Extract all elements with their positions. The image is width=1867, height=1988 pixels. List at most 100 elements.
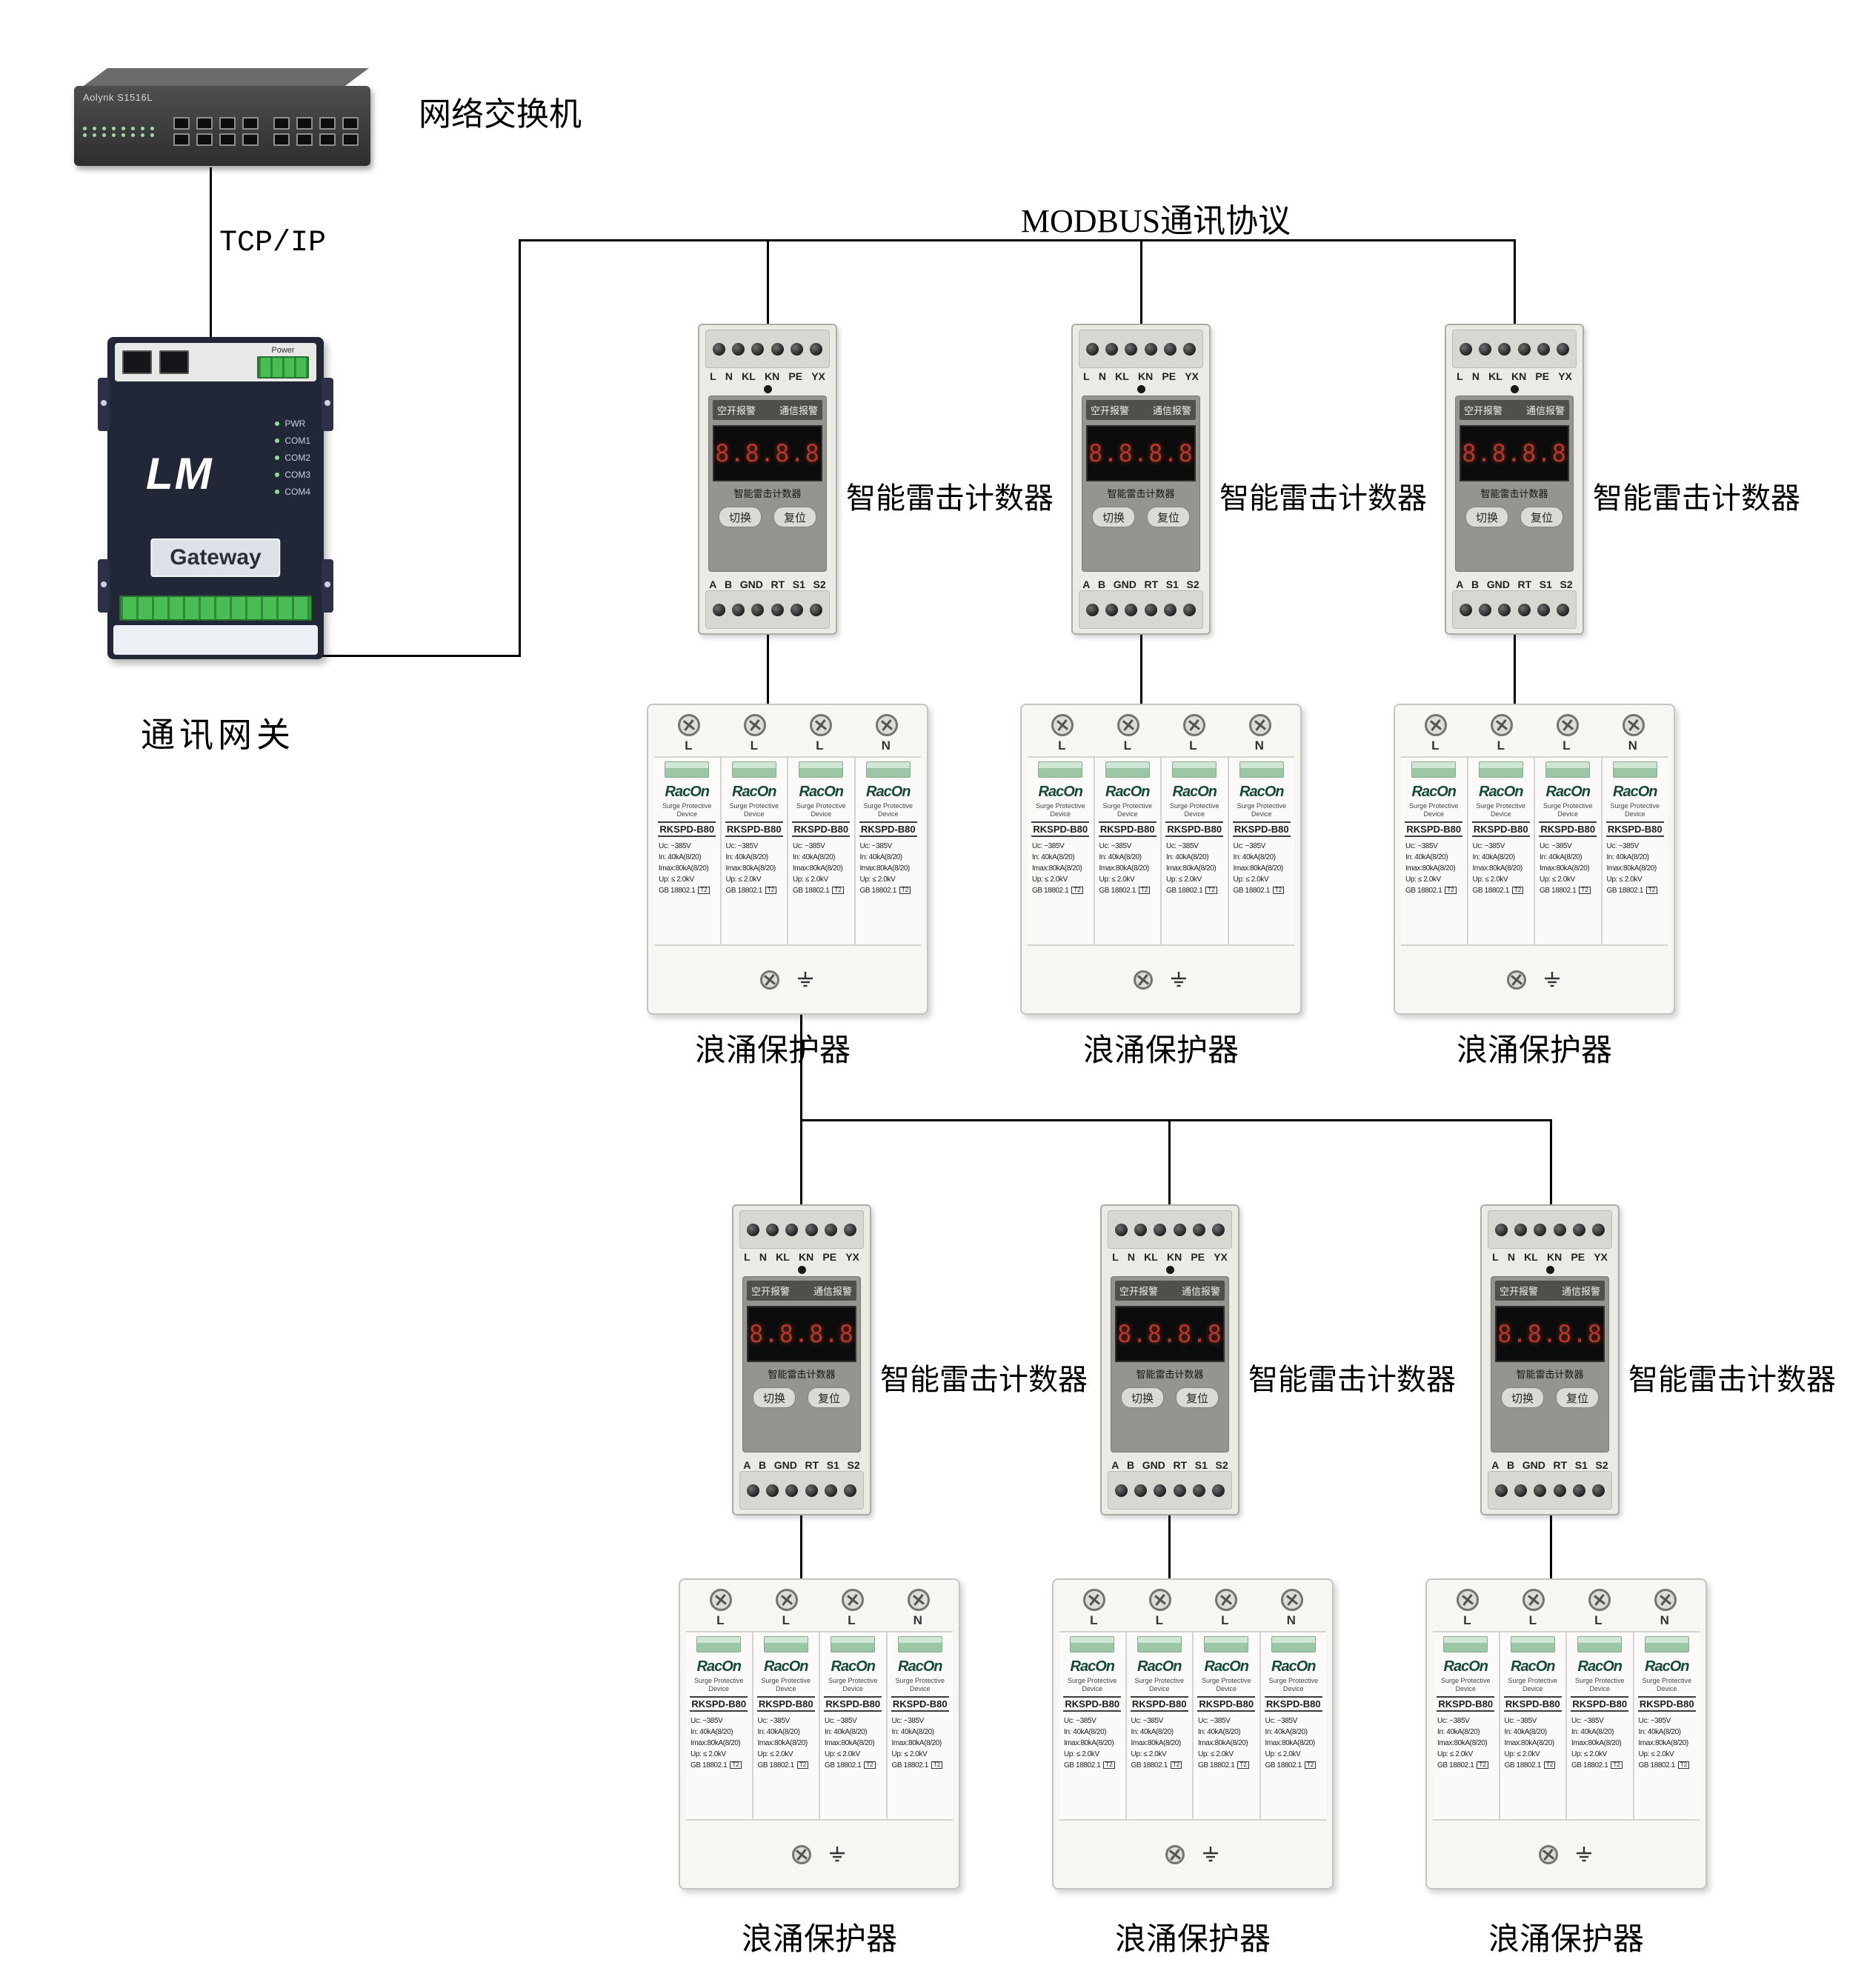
reset-button: 复位	[808, 1387, 851, 1408]
gb-text: GB 18802.1	[1405, 886, 1442, 895]
gateway-terminal-strip	[119, 596, 312, 621]
screw-terminal-icon	[1082, 1589, 1105, 1611]
screw-terminal-icon	[1085, 603, 1099, 616]
gb-text: GB 18802.1	[1099, 886, 1136, 895]
screw-terminal-icon	[844, 1484, 857, 1497]
led-icon	[93, 126, 96, 130]
led-icon	[122, 126, 125, 130]
spec-imax: Imax:80kA(8/20)	[1099, 864, 1150, 873]
digital-display: 8.8.8.8	[747, 1306, 856, 1362]
mounting-ear	[322, 378, 333, 431]
spd-brand: RacOn	[1204, 1658, 1249, 1675]
spd-specs: Uc: ~385V In: 40kA(8/20) Imax:80kA(8/20)…	[1128, 1715, 1182, 1771]
list-item-label: L	[1457, 370, 1463, 382]
spec-imax: Imax:80kA(8/20)	[1540, 864, 1590, 873]
alarm-label-row: 空开报警 通信报警	[747, 1281, 856, 1301]
spec-uc: Uc: ~385V	[1405, 841, 1438, 850]
status-window-icon	[1644, 1636, 1689, 1652]
modbus-label: MODBUS通讯协议	[1020, 203, 1291, 239]
reset-button: 复位	[773, 507, 816, 527]
counter-label-5: 智能雷击计数器	[1248, 1363, 1456, 1396]
spec-in: In: 40kA(8/20)	[825, 1727, 868, 1736]
switch-front-face: Aolynk S1516L	[74, 86, 370, 166]
switch-top-face	[81, 68, 369, 87]
spec-up: Up: ≤ 2.0kV	[1233, 875, 1269, 884]
screw-terminal-icon	[765, 1484, 779, 1497]
spd-base	[1427, 1821, 1705, 1888]
spd-brand: RacOn	[1479, 784, 1523, 800]
status-window-icon	[1136, 1636, 1182, 1652]
screw-terminal-icon	[1494, 1484, 1508, 1497]
screw-terminal-icon	[1592, 1223, 1605, 1236]
spec-in: In: 40kA(8/20)	[1265, 1727, 1308, 1736]
mounting-ear	[322, 559, 333, 613]
led-icon	[83, 133, 87, 137]
spd-module: RacOn Surge Protective Device RKSPD-B80 …	[1602, 758, 1668, 944]
spd-label-6: 浪涌保护器	[1488, 1923, 1644, 1957]
list-item-label: S1	[1539, 578, 1552, 590]
counter-label-1: 智能雷击计数器	[846, 481, 1054, 515]
screw-terminal-icon	[1539, 1844, 1558, 1864]
list-item-label: B	[1127, 1459, 1135, 1471]
gb-text: GB 18802.1	[1638, 1761, 1676, 1769]
spd-specs: Uc: ~385V In: 40kA(8/20) Imax:80kA(8/20)…	[1636, 1715, 1690, 1771]
list-item-label: RT	[1144, 578, 1159, 590]
led-icon	[150, 126, 154, 130]
list-item-label: L	[685, 738, 693, 753]
screw-terminal-icon	[1173, 1484, 1186, 1497]
switch-button: 切换	[753, 1387, 796, 1408]
list-item-label: B	[1507, 1459, 1515, 1471]
t2-badge: T2	[796, 1761, 809, 1769]
led-icon	[102, 133, 106, 137]
status-window-icon	[1070, 1636, 1115, 1652]
spec-imax: Imax:80kA(8/20)	[891, 1738, 942, 1747]
reset-button: 复位	[1176, 1387, 1219, 1408]
spd-brand: RacOn	[1137, 1658, 1182, 1675]
screw-terminal-icon	[810, 603, 823, 616]
list-item-label: L	[716, 1613, 725, 1627]
screw-terminal-icon	[1572, 1223, 1585, 1236]
counter-title: 智能雷击计数器	[768, 1369, 836, 1380]
screw-terminal-icon	[1556, 714, 1579, 736]
alarm-label-row: 空开报警 通信报警	[1086, 400, 1196, 420]
screw-terminal-icon	[677, 714, 700, 736]
spec-uc: Uc: ~385V	[690, 1716, 723, 1725]
list-item-label: L	[1594, 1613, 1603, 1627]
spec-imax: Imax:80kA(8/20)	[1166, 864, 1217, 873]
spd-model: RKSPD-B80	[1165, 821, 1224, 837]
spd-subtitle: Surge Protective Device	[1476, 802, 1526, 818]
screw-terminal-icon	[1134, 1484, 1147, 1497]
list-item-label: L	[1563, 738, 1571, 753]
reset-button: 复位	[1556, 1387, 1599, 1408]
gateway-label: 通讯网关	[141, 716, 295, 754]
wire-riser-top-bus	[519, 241, 521, 657]
status-window-icon	[865, 761, 911, 778]
screw-terminal-icon	[809, 714, 832, 736]
list-item-label: L	[1090, 1613, 1098, 1627]
spec-up: Up: ≤ 2.0kV	[891, 1749, 928, 1758]
spd-base	[680, 1821, 959, 1888]
spec-uc: Uc: ~385V	[1198, 1716, 1231, 1725]
switch-button: 切换	[1465, 507, 1508, 527]
list-item-label: L	[1123, 738, 1131, 753]
gb-text: GB 18802.1	[1166, 886, 1203, 895]
spec-uc: Uc: ~385V	[1032, 841, 1065, 850]
list-item-label: L	[1155, 1613, 1163, 1627]
screw-terminal-icon	[1459, 603, 1472, 616]
spd-model: RKSPD-B80	[1471, 821, 1530, 837]
spd-label-2: 浪涌保护器	[1082, 1034, 1239, 1068]
spd-label-1: 浪涌保护器	[694, 1034, 851, 1068]
screw-terminal-icon	[824, 1223, 837, 1236]
spd-top-terminals	[1427, 1580, 1705, 1611]
list-item-label: S1	[1194, 1459, 1208, 1471]
screw-terminal-icon	[1165, 1844, 1185, 1864]
screw-terminal-icon	[1280, 1589, 1303, 1611]
list-item-label: N	[1286, 1613, 1296, 1627]
list-item-label: N	[1098, 370, 1106, 382]
